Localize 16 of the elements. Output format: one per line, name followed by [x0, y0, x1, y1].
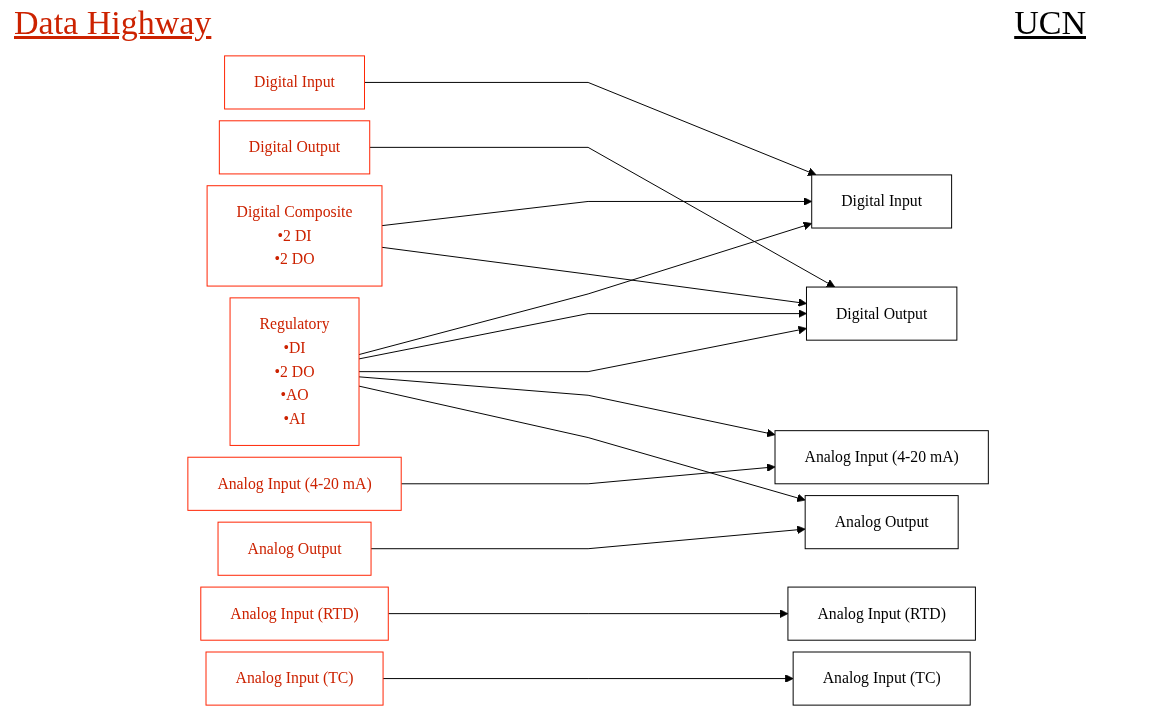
node-box: Analog Input (RTD): [200, 586, 389, 641]
node-box: Analog Output: [804, 495, 959, 550]
node-box: Digital Output: [805, 286, 958, 341]
node-box: Analog Input (TC): [792, 651, 971, 706]
node-box: Analog Output: [217, 521, 372, 576]
column-heading: UCN: [1014, 4, 1086, 43]
column-heading: Data Highway: [14, 4, 212, 43]
node-box: Regulatory •DI •2 DO •AO •AI: [229, 297, 360, 446]
node-box: Digital Input: [224, 55, 365, 110]
node-box: Analog Input (TC): [205, 651, 384, 706]
node-box: Digital Composite •2 DI •2 DO: [206, 185, 383, 287]
node-box: Digital Input: [811, 174, 952, 229]
node-box: Analog Input (4-20 mA): [774, 430, 989, 485]
node-box: Analog Input (RTD): [787, 586, 976, 641]
node-box: Digital Output: [218, 120, 371, 175]
node-box: Analog Input (4-20 mA): [187, 456, 402, 511]
